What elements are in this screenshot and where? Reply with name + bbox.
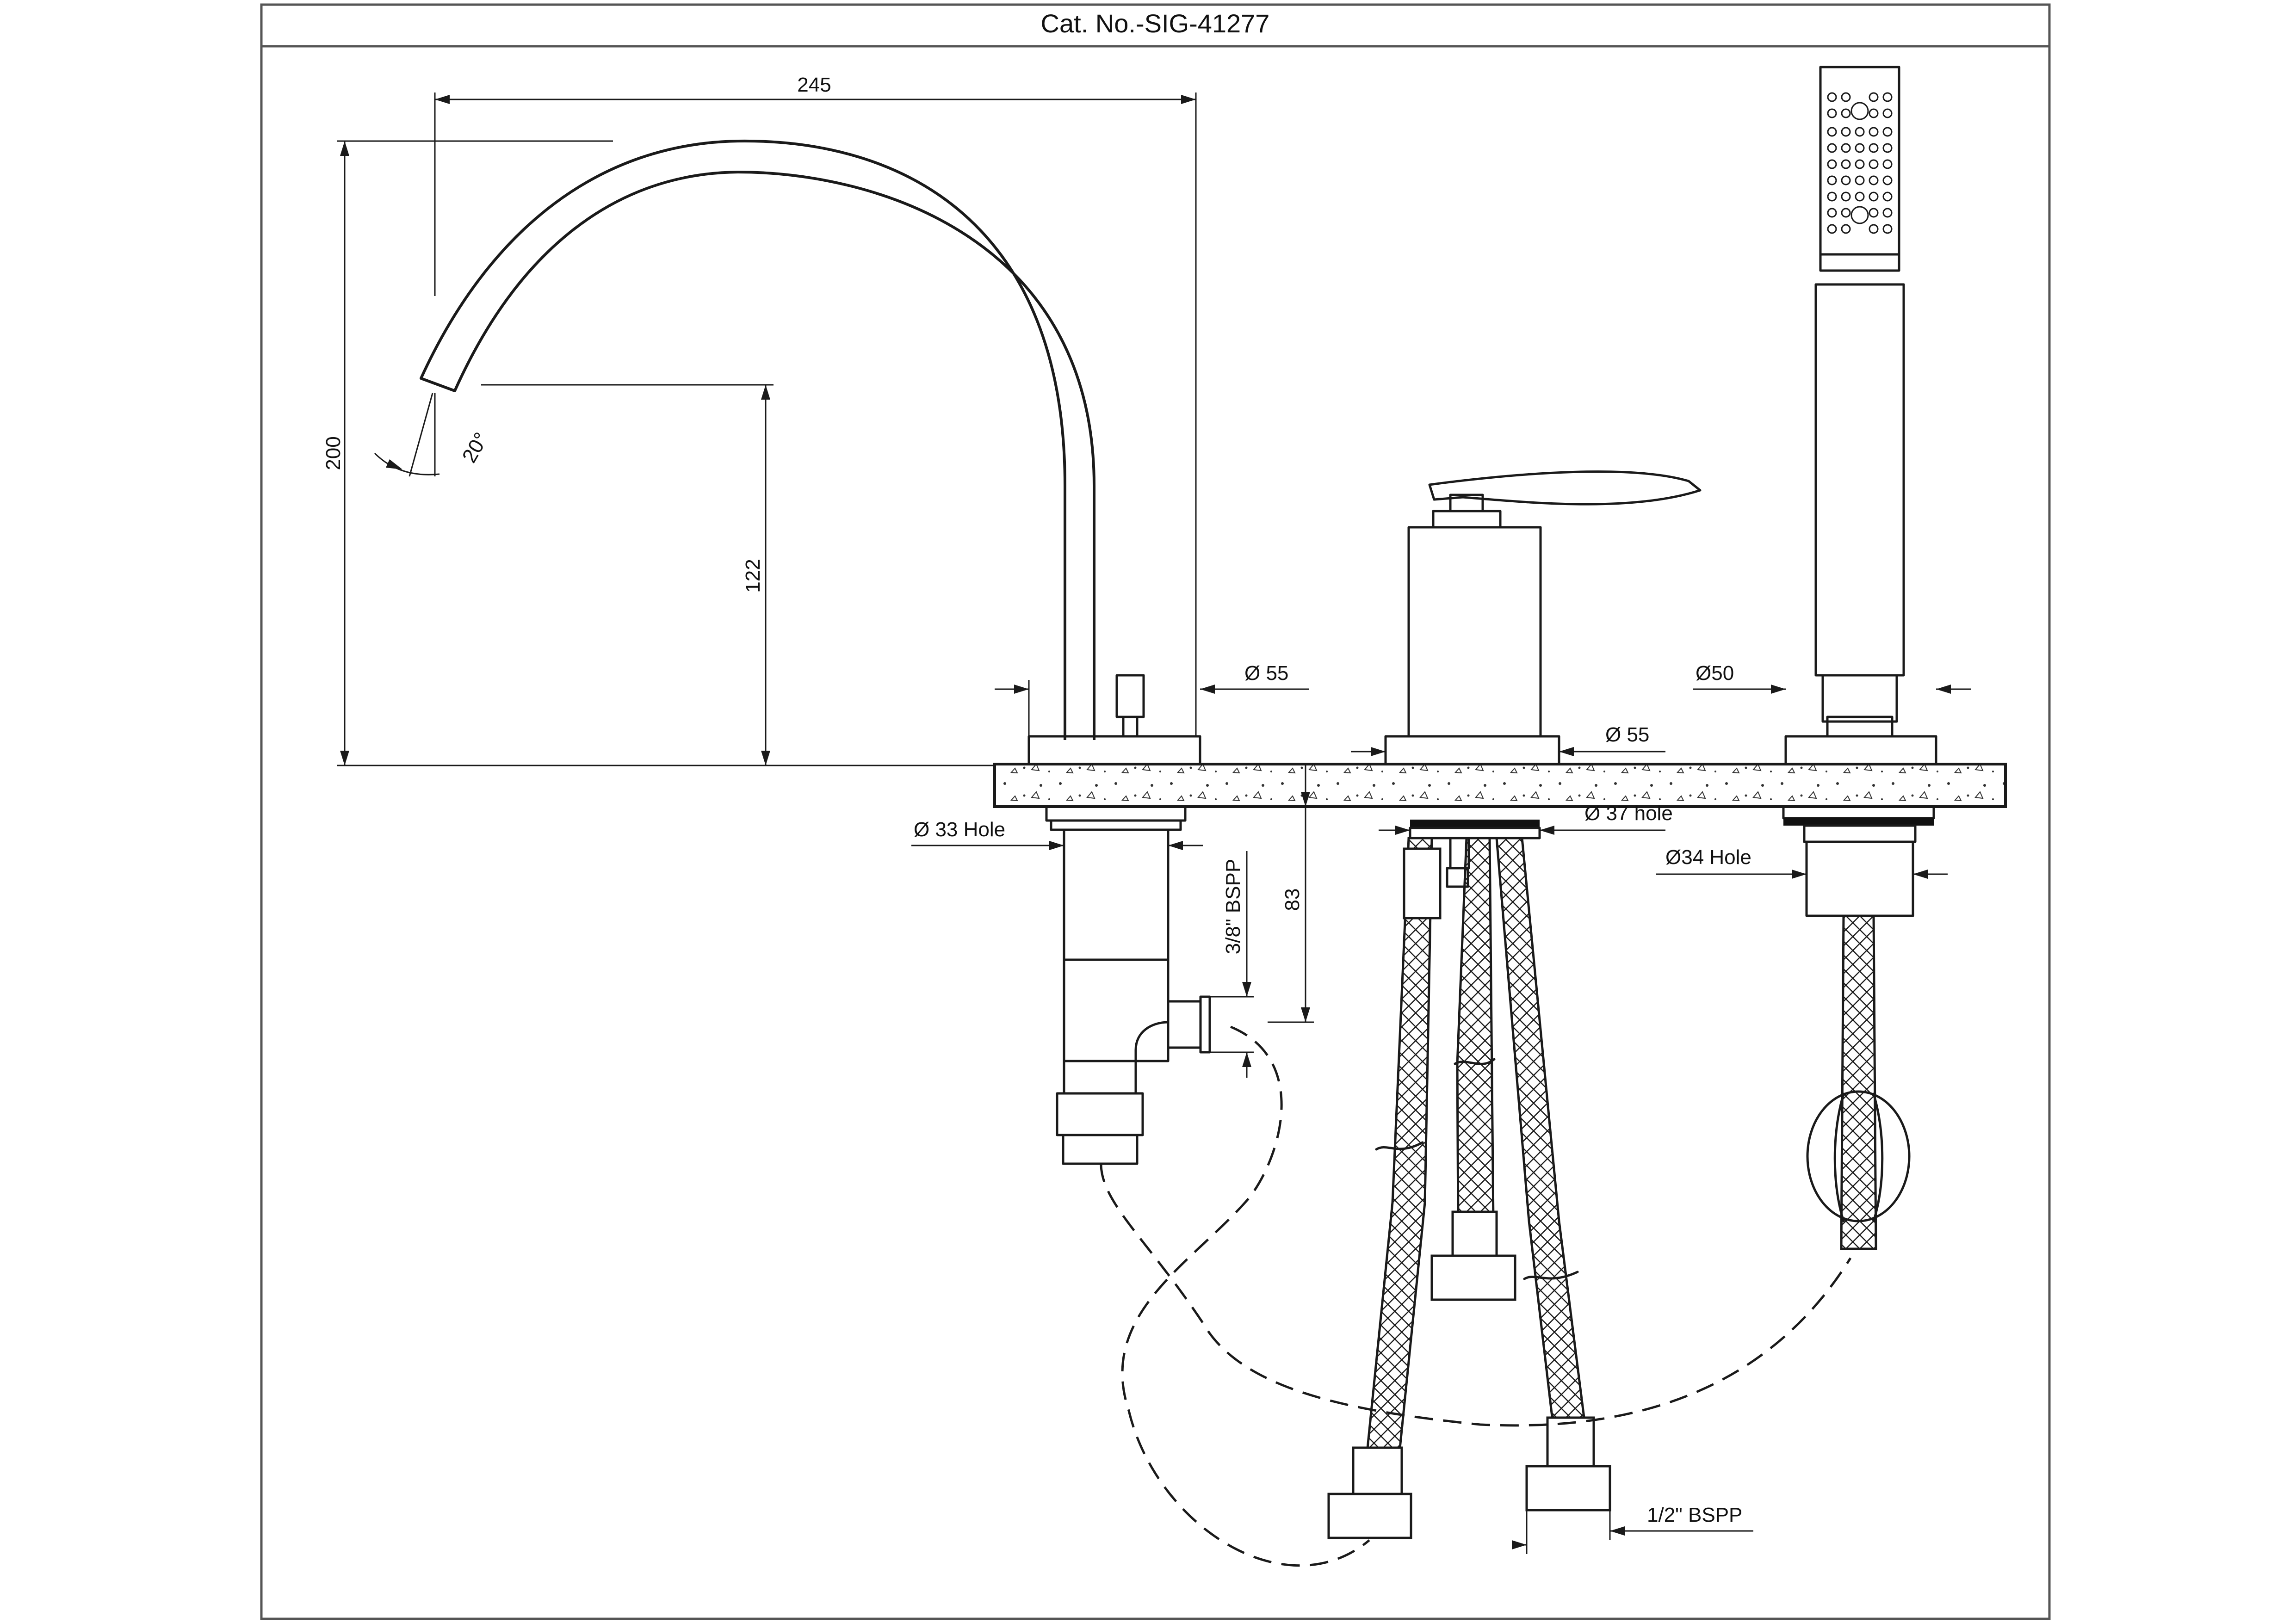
- countertop: [993, 763, 2007, 808]
- dim-spout-base-label: Ø 55: [1244, 662, 1288, 685]
- shower-holder: [1821, 674, 1898, 723]
- shower-gasket: [1783, 818, 1934, 826]
- dim-spout-height: 122: [481, 384, 774, 765]
- hose-weight-seam-right: [1872, 1092, 1884, 1222]
- dim-outlet-thread: 3/8" BSPP: [1210, 851, 1254, 1078]
- dim-total-height: 200: [322, 140, 995, 766]
- dim-spout-hole-label: Ø 33 Hole: [914, 818, 1005, 841]
- pop-up-rod: [1115, 674, 1145, 718]
- shower-head-plate: [1819, 253, 1900, 272]
- dim-spout-angle: 20°: [374, 393, 493, 477]
- shower-nut: [1803, 824, 1917, 843]
- shower-under-flange: [1782, 805, 1935, 820]
- center-supply-hose: [1456, 837, 1495, 1222]
- mixer-base: [1384, 735, 1560, 765]
- dim-spout-reach: 245: [434, 74, 1197, 736]
- dim-shower-hole: Ø34 Hole: [1656, 846, 1948, 879]
- dim-spout-hole: Ø 33 Hole: [911, 818, 1203, 850]
- dim-handle-base-label: Ø 55: [1605, 723, 1649, 746]
- dim-spout-base: Ø 55: [995, 662, 1309, 736]
- mixer-gasket: [1410, 820, 1540, 828]
- dim-handle-base: Ø 55: [1351, 723, 1665, 756]
- hand-shower-assembly: [1782, 66, 1937, 1250]
- shower-holder-ring: [1826, 716, 1894, 738]
- mixer-washer: [1409, 827, 1541, 839]
- hose-break-right: [1523, 1271, 1579, 1280]
- dim-spout-angle-label: 20°: [458, 429, 493, 467]
- shower-base: [1784, 735, 1937, 765]
- left-hose-top-ferrule: [1403, 847, 1442, 919]
- spout-flange-under: [1045, 805, 1187, 822]
- dim-hose-thread: 1/2" BSPP: [1512, 1504, 1753, 1554]
- spout-tube: [420, 139, 1095, 740]
- dim-spout-height-label: 122: [742, 559, 764, 592]
- mixer-handle-assembly: [1327, 470, 1702, 1539]
- dim-total-height-label: 200: [322, 436, 345, 470]
- lever-handle: [1428, 470, 1702, 506]
- spout-lower-tail: [1062, 1134, 1139, 1165]
- dim-outlet-thread-label: 3/8" BSPP: [1222, 859, 1244, 954]
- dim-handle-hole-label: Ø 37 hole: [1584, 802, 1673, 825]
- spout-side-outlet: [1167, 1000, 1202, 1049]
- dim-spout-reach-label: 245: [797, 74, 831, 96]
- dim-hose-thread-label: 1/2" BSPP: [1647, 1504, 1742, 1526]
- mixer-body: [1407, 526, 1542, 738]
- left-hose-ferrule: [1352, 1446, 1403, 1495]
- hose-break-left: [1375, 1141, 1424, 1151]
- hose-weight: [1806, 1090, 1911, 1222]
- spout-outlet-nut: [1199, 995, 1211, 1054]
- right-hose-nut: [1525, 1465, 1611, 1512]
- center-hose-ferrule: [1451, 1210, 1498, 1257]
- hose-break-center: [1454, 1058, 1496, 1065]
- center-hose-nut: [1430, 1254, 1516, 1301]
- dim-shank-length-label: 83: [1281, 889, 1304, 911]
- title-text: Cat. No.-SIG-41277: [1041, 9, 1270, 38]
- left-supply-hose: [1363, 837, 1433, 1477]
- dim-shower-hole-label: Ø34 Hole: [1665, 846, 1751, 869]
- drawing-frame: [260, 3, 2051, 1620]
- shower-shank: [1805, 840, 1914, 917]
- dim-shank-length: 83: [1268, 764, 1314, 1023]
- spout-nut: [1050, 819, 1182, 831]
- spout-base: [1027, 735, 1201, 765]
- spout-outlet-bend: [1134, 1021, 1170, 1062]
- dim-shower-base-label: Ø50: [1696, 662, 1734, 685]
- dashed-hose-path: [1100, 1025, 1852, 1567]
- shower-handle: [1814, 283, 1905, 677]
- pop-up-stem: [1122, 716, 1139, 738]
- hose-weight-seam-left: [1833, 1092, 1845, 1222]
- right-supply-hose: [1495, 837, 1593, 1477]
- lever-collar: [1432, 510, 1502, 529]
- spout-assembly: [420, 139, 1211, 1165]
- right-hose-ferrule: [1546, 1416, 1595, 1468]
- shower-hose: [1840, 914, 1877, 1250]
- dim-handle-hole: Ø 37 hole: [1379, 802, 1673, 835]
- spout-lower-nut: [1056, 1092, 1144, 1136]
- left-hose-nut: [1327, 1493, 1412, 1539]
- dim-shower-base: Ø50: [1693, 662, 1971, 694]
- shower-nozzles: [1827, 92, 1893, 234]
- spout-lower-connector: [1063, 1060, 1137, 1095]
